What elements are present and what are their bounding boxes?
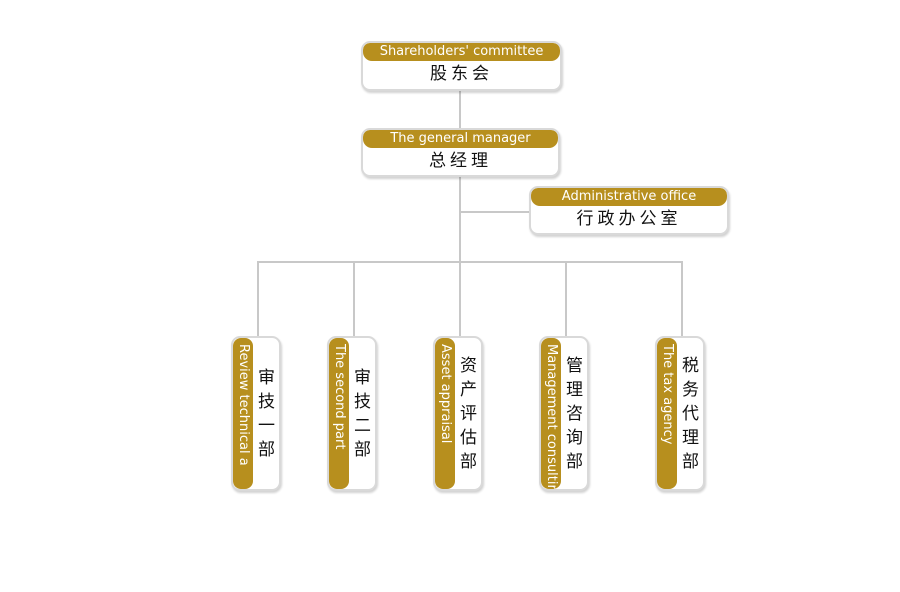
- department-chinese-panel: 管理咨询部: [562, 338, 587, 489]
- department-chinese-label: 审技二部: [354, 367, 371, 460]
- department-chinese-panel: 审技一部: [254, 338, 279, 489]
- department-english-label: The tax agency: [660, 344, 675, 445]
- node-shareholders-committee: Shareholders' committee 股东会: [361, 41, 562, 91]
- department-chinese-label: 管理咨询部: [566, 355, 583, 472]
- department-english-tab: Asset appraisal: [435, 338, 455, 489]
- department-english-tab: Review technical a: [233, 338, 253, 489]
- node-department: Review technical a 审技一部: [231, 336, 281, 491]
- node-chinese-label: 股东会: [430, 64, 493, 84]
- department-chinese-label: 审技一部: [258, 367, 275, 460]
- node-chinese-label: 行政办公室: [576, 209, 682, 229]
- node-general-manager: The general manager 总经理: [361, 128, 560, 177]
- node-department: Asset appraisal 资产评估部: [433, 336, 483, 491]
- department-chinese-panel: 税务代理部: [678, 338, 703, 489]
- connector-admin-branch: [460, 211, 531, 213]
- department-chinese-panel: 审技二部: [350, 338, 375, 489]
- connector-dept-1: [257, 261, 259, 338]
- node-department: The tax agency 税务代理部: [655, 336, 705, 491]
- connector-shareholders-manager: [459, 88, 461, 128]
- department-english-label: Review technical a: [236, 344, 251, 466]
- connector-dept-4: [565, 261, 567, 338]
- connector-dept-5: [681, 261, 683, 338]
- department-english-label: Management consulting: [544, 344, 559, 489]
- node-chinese-label: 总经理: [429, 151, 492, 171]
- node-english-label: The general manager: [363, 130, 558, 148]
- department-chinese-panel: 资产评估部: [456, 338, 481, 489]
- connector-department-bus: [257, 261, 683, 263]
- department-chinese-label: 税务代理部: [682, 355, 699, 472]
- department-english-tab: Management consulting: [541, 338, 561, 489]
- node-department: The second part 审技二部: [327, 336, 377, 491]
- connector-manager-trunk: [459, 175, 461, 262]
- node-administrative-office: Administrative office 行政办公室: [529, 186, 729, 235]
- department-english-label: Asset appraisal: [438, 344, 453, 444]
- department-english-tab: The tax agency: [657, 338, 677, 489]
- department-english-label: The second part: [332, 344, 347, 450]
- connector-dept-3: [459, 261, 461, 338]
- connector-dept-2: [353, 261, 355, 338]
- department-chinese-label: 资产评估部: [460, 355, 477, 472]
- node-department: Management consulting 管理咨询部: [539, 336, 589, 491]
- node-english-label: Shareholders' committee: [363, 43, 560, 61]
- node-english-label: Administrative office: [531, 188, 727, 206]
- department-english-tab: The second part: [329, 338, 349, 489]
